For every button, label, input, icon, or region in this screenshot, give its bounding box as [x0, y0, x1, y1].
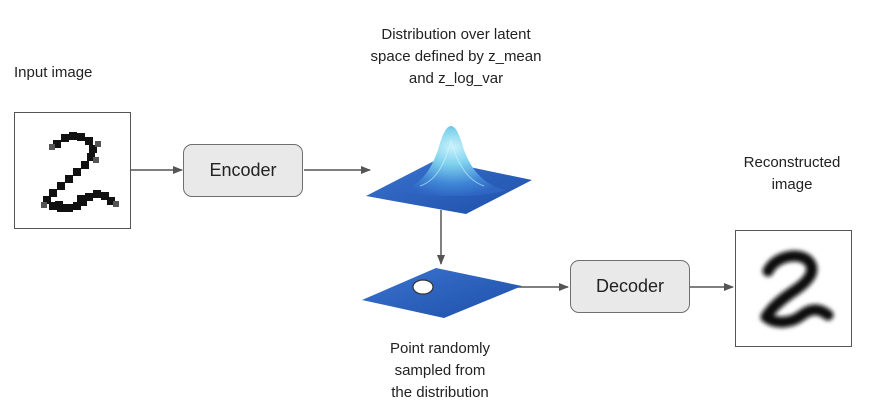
- input-image-label: Input image: [14, 64, 93, 81]
- sampled-point-marker: [412, 279, 434, 295]
- sample-surface: [362, 268, 522, 318]
- decoder-box: Decoder: [570, 260, 690, 313]
- distribution-surface: [366, 126, 532, 214]
- encoder-box: Encoder: [183, 144, 303, 197]
- sample-label: Point randomly sampled from the distribu…: [389, 340, 491, 401]
- distribution-label: Distribution over latent space defined b…: [370, 26, 542, 87]
- input-digit-image: [41, 132, 119, 212]
- reconstructed-image-label: Reconstructed image: [743, 154, 841, 193]
- reconstructed-digit-image: [760, 250, 834, 328]
- reconstructed-image-frame: [735, 230, 852, 347]
- input-image-frame: [14, 112, 131, 229]
